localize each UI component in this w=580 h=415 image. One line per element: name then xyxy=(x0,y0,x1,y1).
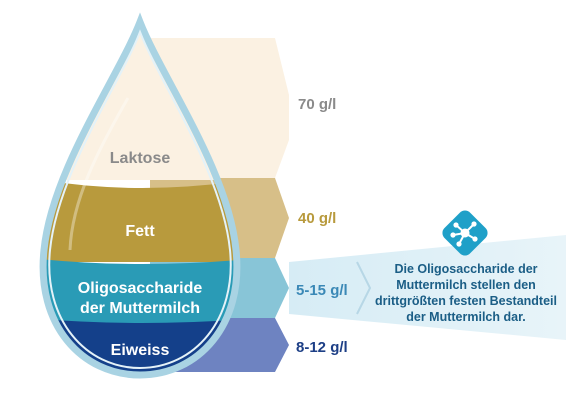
callout-wedge xyxy=(289,235,566,340)
eiweiss-label: Eiweiss xyxy=(111,342,170,359)
drop-inner-highlight xyxy=(68,97,130,251)
laktose-label: Laktose xyxy=(110,150,171,167)
fett-layer xyxy=(43,178,237,262)
callout-line-2: Muttermilch stellen den xyxy=(396,278,536,292)
laktose-value: 70 g/l xyxy=(298,96,336,113)
callout-line-1: Die Oligosaccharide der xyxy=(394,262,537,276)
oligo-label-line-1: Oligosaccharide xyxy=(78,280,203,297)
oligo-layer xyxy=(43,258,237,325)
fett-value: 40 g/l xyxy=(298,210,336,227)
oligo-label-line-2: der Muttermilch xyxy=(80,300,200,317)
drop-outline xyxy=(39,12,241,379)
fett-label: Fett xyxy=(125,223,155,240)
callout-chevron xyxy=(356,261,372,315)
oligo-value: 5-15 g/l xyxy=(296,282,348,299)
eiweiss-value: 8-12 g/l xyxy=(296,339,348,356)
molecule-icon xyxy=(442,210,488,256)
callout-line-3: drittgrößten festen Bestandteil xyxy=(375,294,557,308)
callout-line-4: der Muttermilch dar. xyxy=(406,310,525,324)
drop-outline-inner xyxy=(48,29,232,370)
